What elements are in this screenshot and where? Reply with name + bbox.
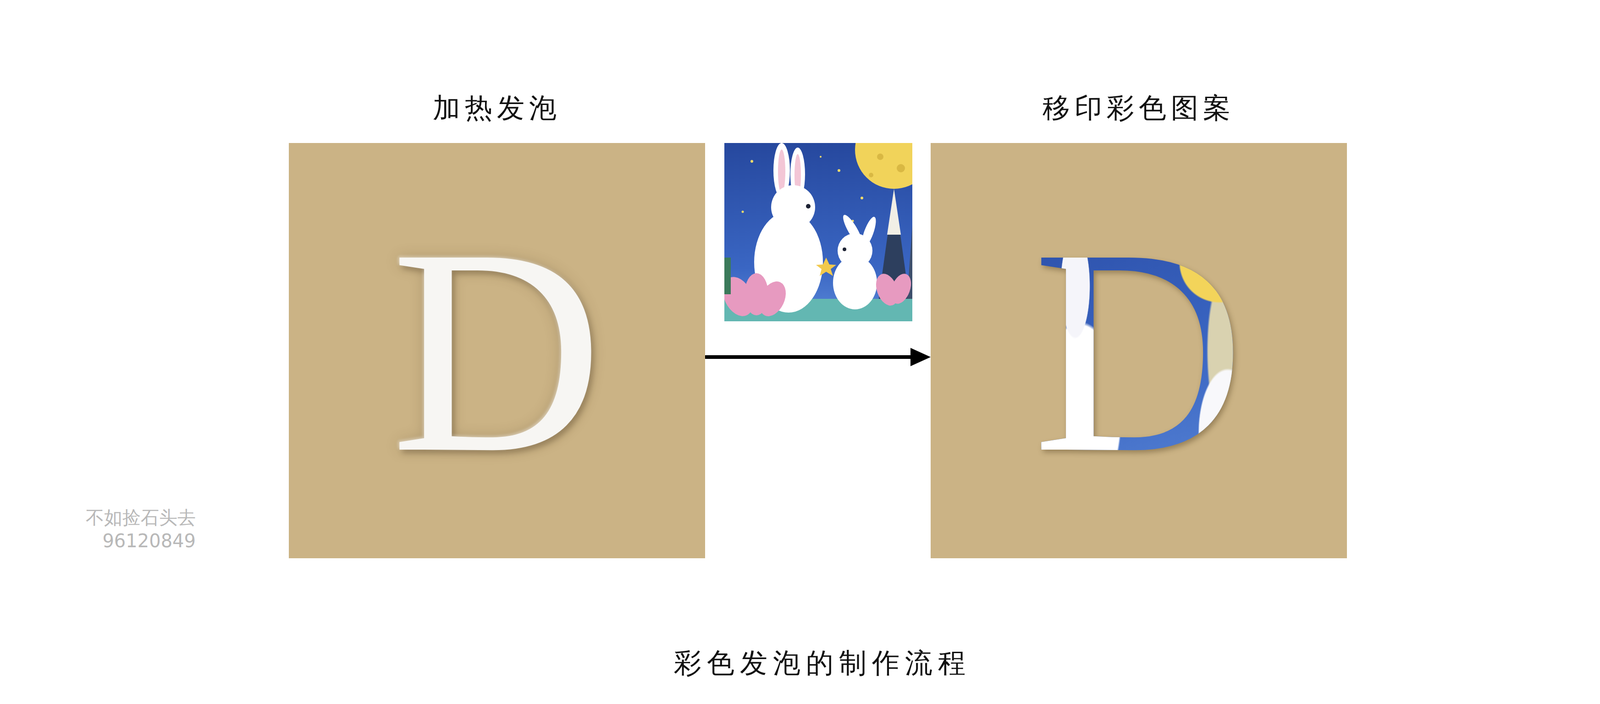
printed-letter: D [1032,204,1245,498]
rabbit-illustration [724,143,913,322]
foamed-letter: D [391,204,603,498]
figure-caption: 彩色发泡的制作流程 [673,646,972,680]
panel-heading: 加热发泡 [197,91,797,125]
panel-heading: 移印彩色图案 [838,91,1439,125]
flow-arrow [705,347,931,367]
panel: 加热发泡D [288,143,706,559]
panel: 移印彩色图案D [930,143,1347,559]
watermark: 96120849 [102,530,196,552]
watermark: 不如捡石头去 [85,507,196,529]
